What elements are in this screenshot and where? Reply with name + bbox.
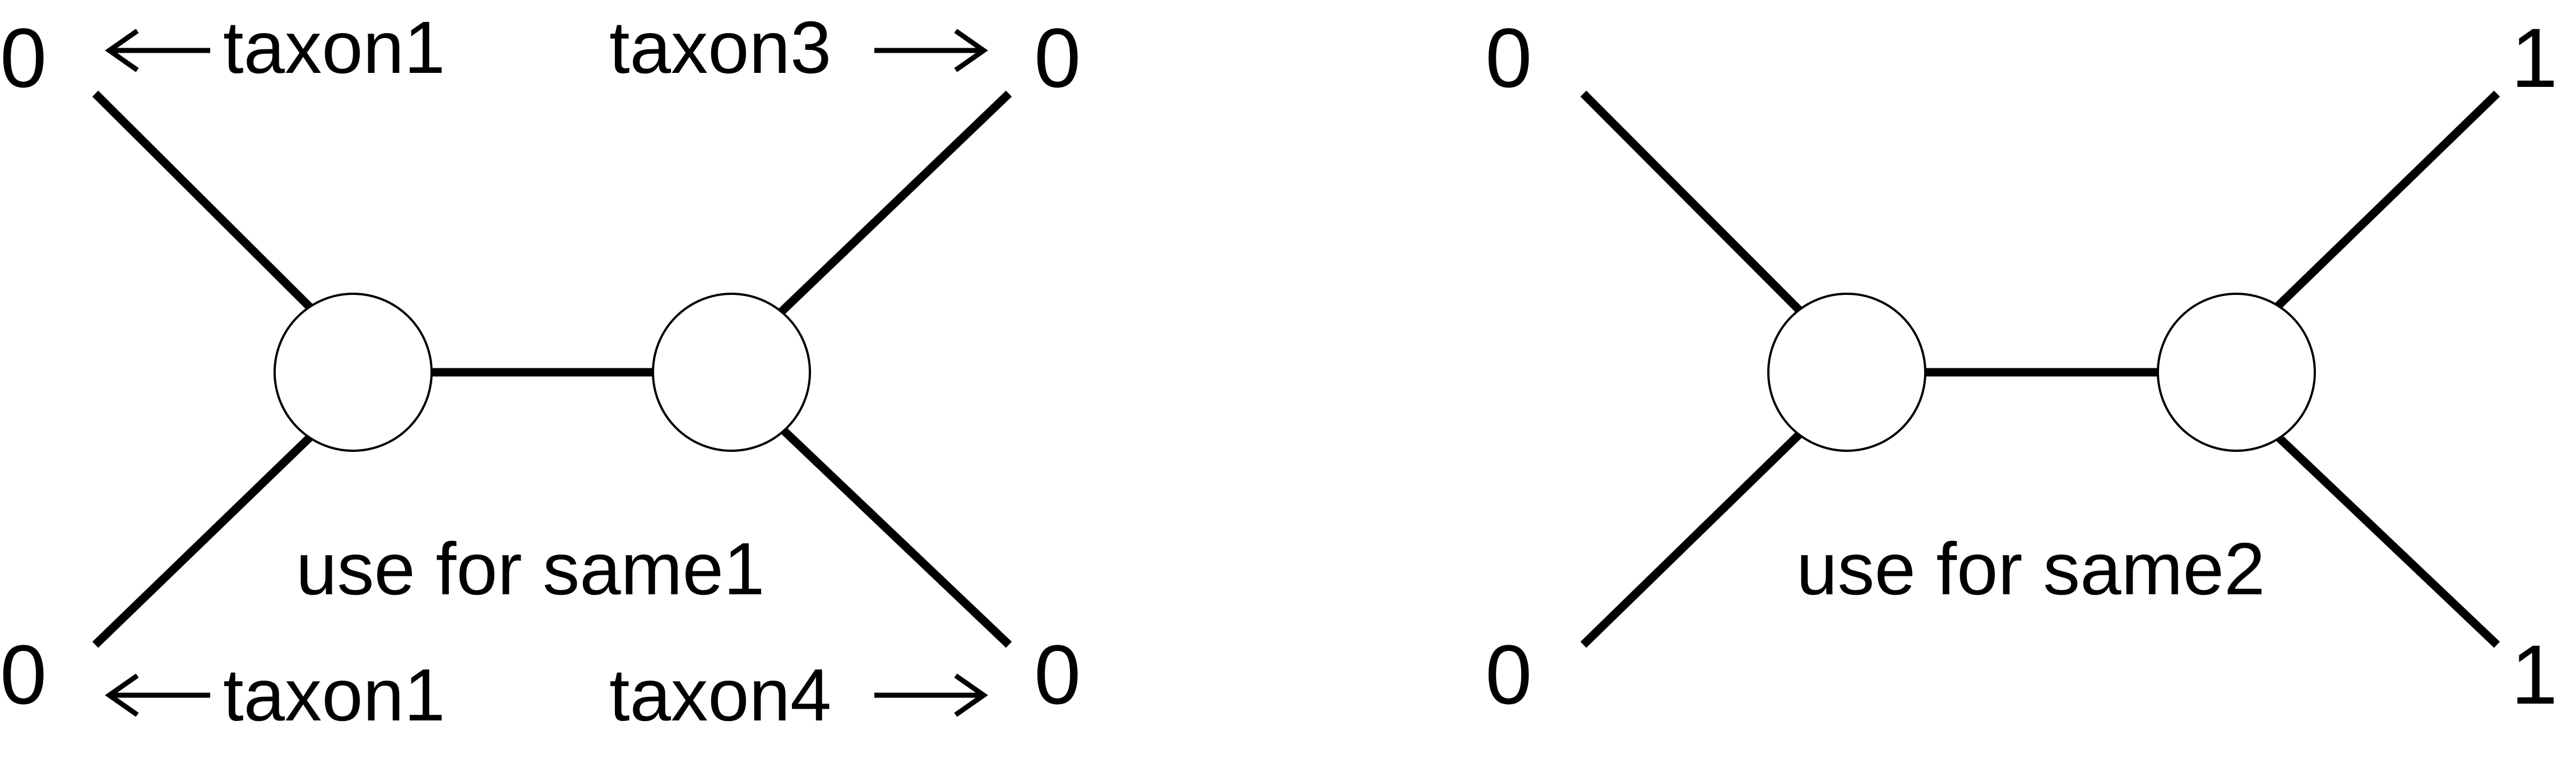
state-label-top-right: 1 bbox=[2511, 11, 2558, 105]
state-label-top-left: 0 bbox=[0, 11, 47, 105]
taxon-annotation-top-left: taxon1 bbox=[105, 6, 445, 89]
taxon-label-bottom-right: taxon4 bbox=[609, 654, 831, 736]
edge-top-left bbox=[1580, 90, 1803, 313]
taxon-annotation-top-right: taxon3 bbox=[609, 6, 988, 89]
state-label-bottom-left: 0 bbox=[1485, 627, 1532, 722]
edge-bottom-left bbox=[1580, 431, 1803, 648]
tree-caption: use for same2 bbox=[1796, 528, 2265, 610]
internal-node-left bbox=[1767, 293, 1926, 452]
edge-bottom-right bbox=[776, 423, 1012, 648]
state-label-top-right: 0 bbox=[1034, 11, 1081, 105]
taxon-label-top-right: taxon3 bbox=[609, 6, 831, 89]
state-label-top-left: 0 bbox=[1485, 11, 1532, 105]
internal-node-right bbox=[652, 293, 811, 452]
tree-same1: 0 0 0 0 taxon1 taxon3 taxon1 taxon4 use … bbox=[0, 6, 1081, 736]
arrow-right-icon bbox=[954, 29, 988, 72]
internal-node-right bbox=[2157, 293, 2316, 452]
internal-node-left bbox=[274, 293, 433, 452]
tree-same2: 0 1 0 1 use for same2 bbox=[1485, 11, 2558, 722]
edge-top-left bbox=[92, 90, 316, 313]
tree-caption: use for same1 bbox=[296, 528, 765, 610]
edge-top-right bbox=[776, 90, 1012, 317]
taxon-annotation-bottom-right: taxon4 bbox=[609, 654, 988, 736]
taxon-label-bottom-left: taxon1 bbox=[223, 654, 445, 736]
edge-bottom-left bbox=[92, 431, 316, 648]
taxon-label-top-left: taxon1 bbox=[223, 6, 445, 89]
arrow-right-icon bbox=[954, 673, 988, 717]
taxon-annotation-bottom-left: taxon1 bbox=[105, 654, 445, 736]
state-label-bottom-right: 0 bbox=[1034, 627, 1081, 722]
edge-bottom-right bbox=[2272, 431, 2500, 648]
edge-top-right bbox=[2272, 90, 2500, 312]
state-label-bottom-left: 0 bbox=[0, 627, 47, 722]
state-label-bottom-right: 1 bbox=[2511, 627, 2558, 722]
